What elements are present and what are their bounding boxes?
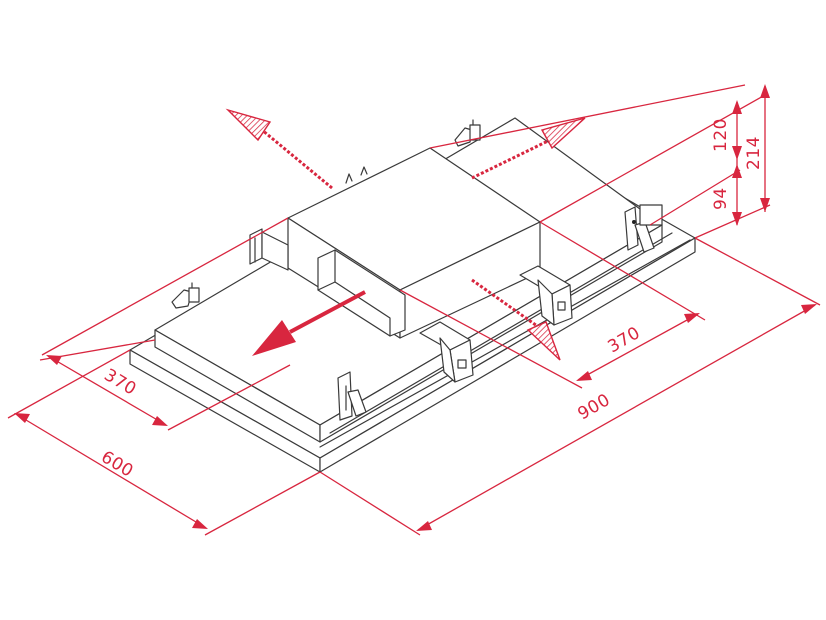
dimension-label-120: 120 [711,118,731,152]
mounting-bracket-right [624,204,663,253]
dimension-label-370-right: 370 [605,323,644,357]
dimension-lines: 600 370 900 370 12 [7,84,821,536]
dimension-120-94: 120 94 [711,100,742,226]
dimension-label-214: 214 [744,136,764,170]
hood-body [129,117,696,473]
rail-clamp-center [419,321,474,383]
rail-clamp-right [519,265,573,326]
mounting-bracket-front [337,371,367,421]
airflow-arrows [225,108,586,361]
dimension-label-94: 94 [711,187,731,210]
dimension-label-900: 900 [575,390,614,424]
airflow-arrow-front-right [471,278,561,361]
mounting-bracket-left [171,282,200,309]
airflow-arrow-outlet [252,290,366,356]
dimension-600: 600 [14,413,208,529]
dimension-370-right: 370 [576,313,700,381]
dimension-214: 214 [744,84,770,212]
airflow-arrow-back-right [471,117,586,180]
dimension-label-370-left: 370 [100,365,139,400]
airflow-arrow-back-left [225,108,333,190]
dimension-label-600: 600 [97,447,136,482]
